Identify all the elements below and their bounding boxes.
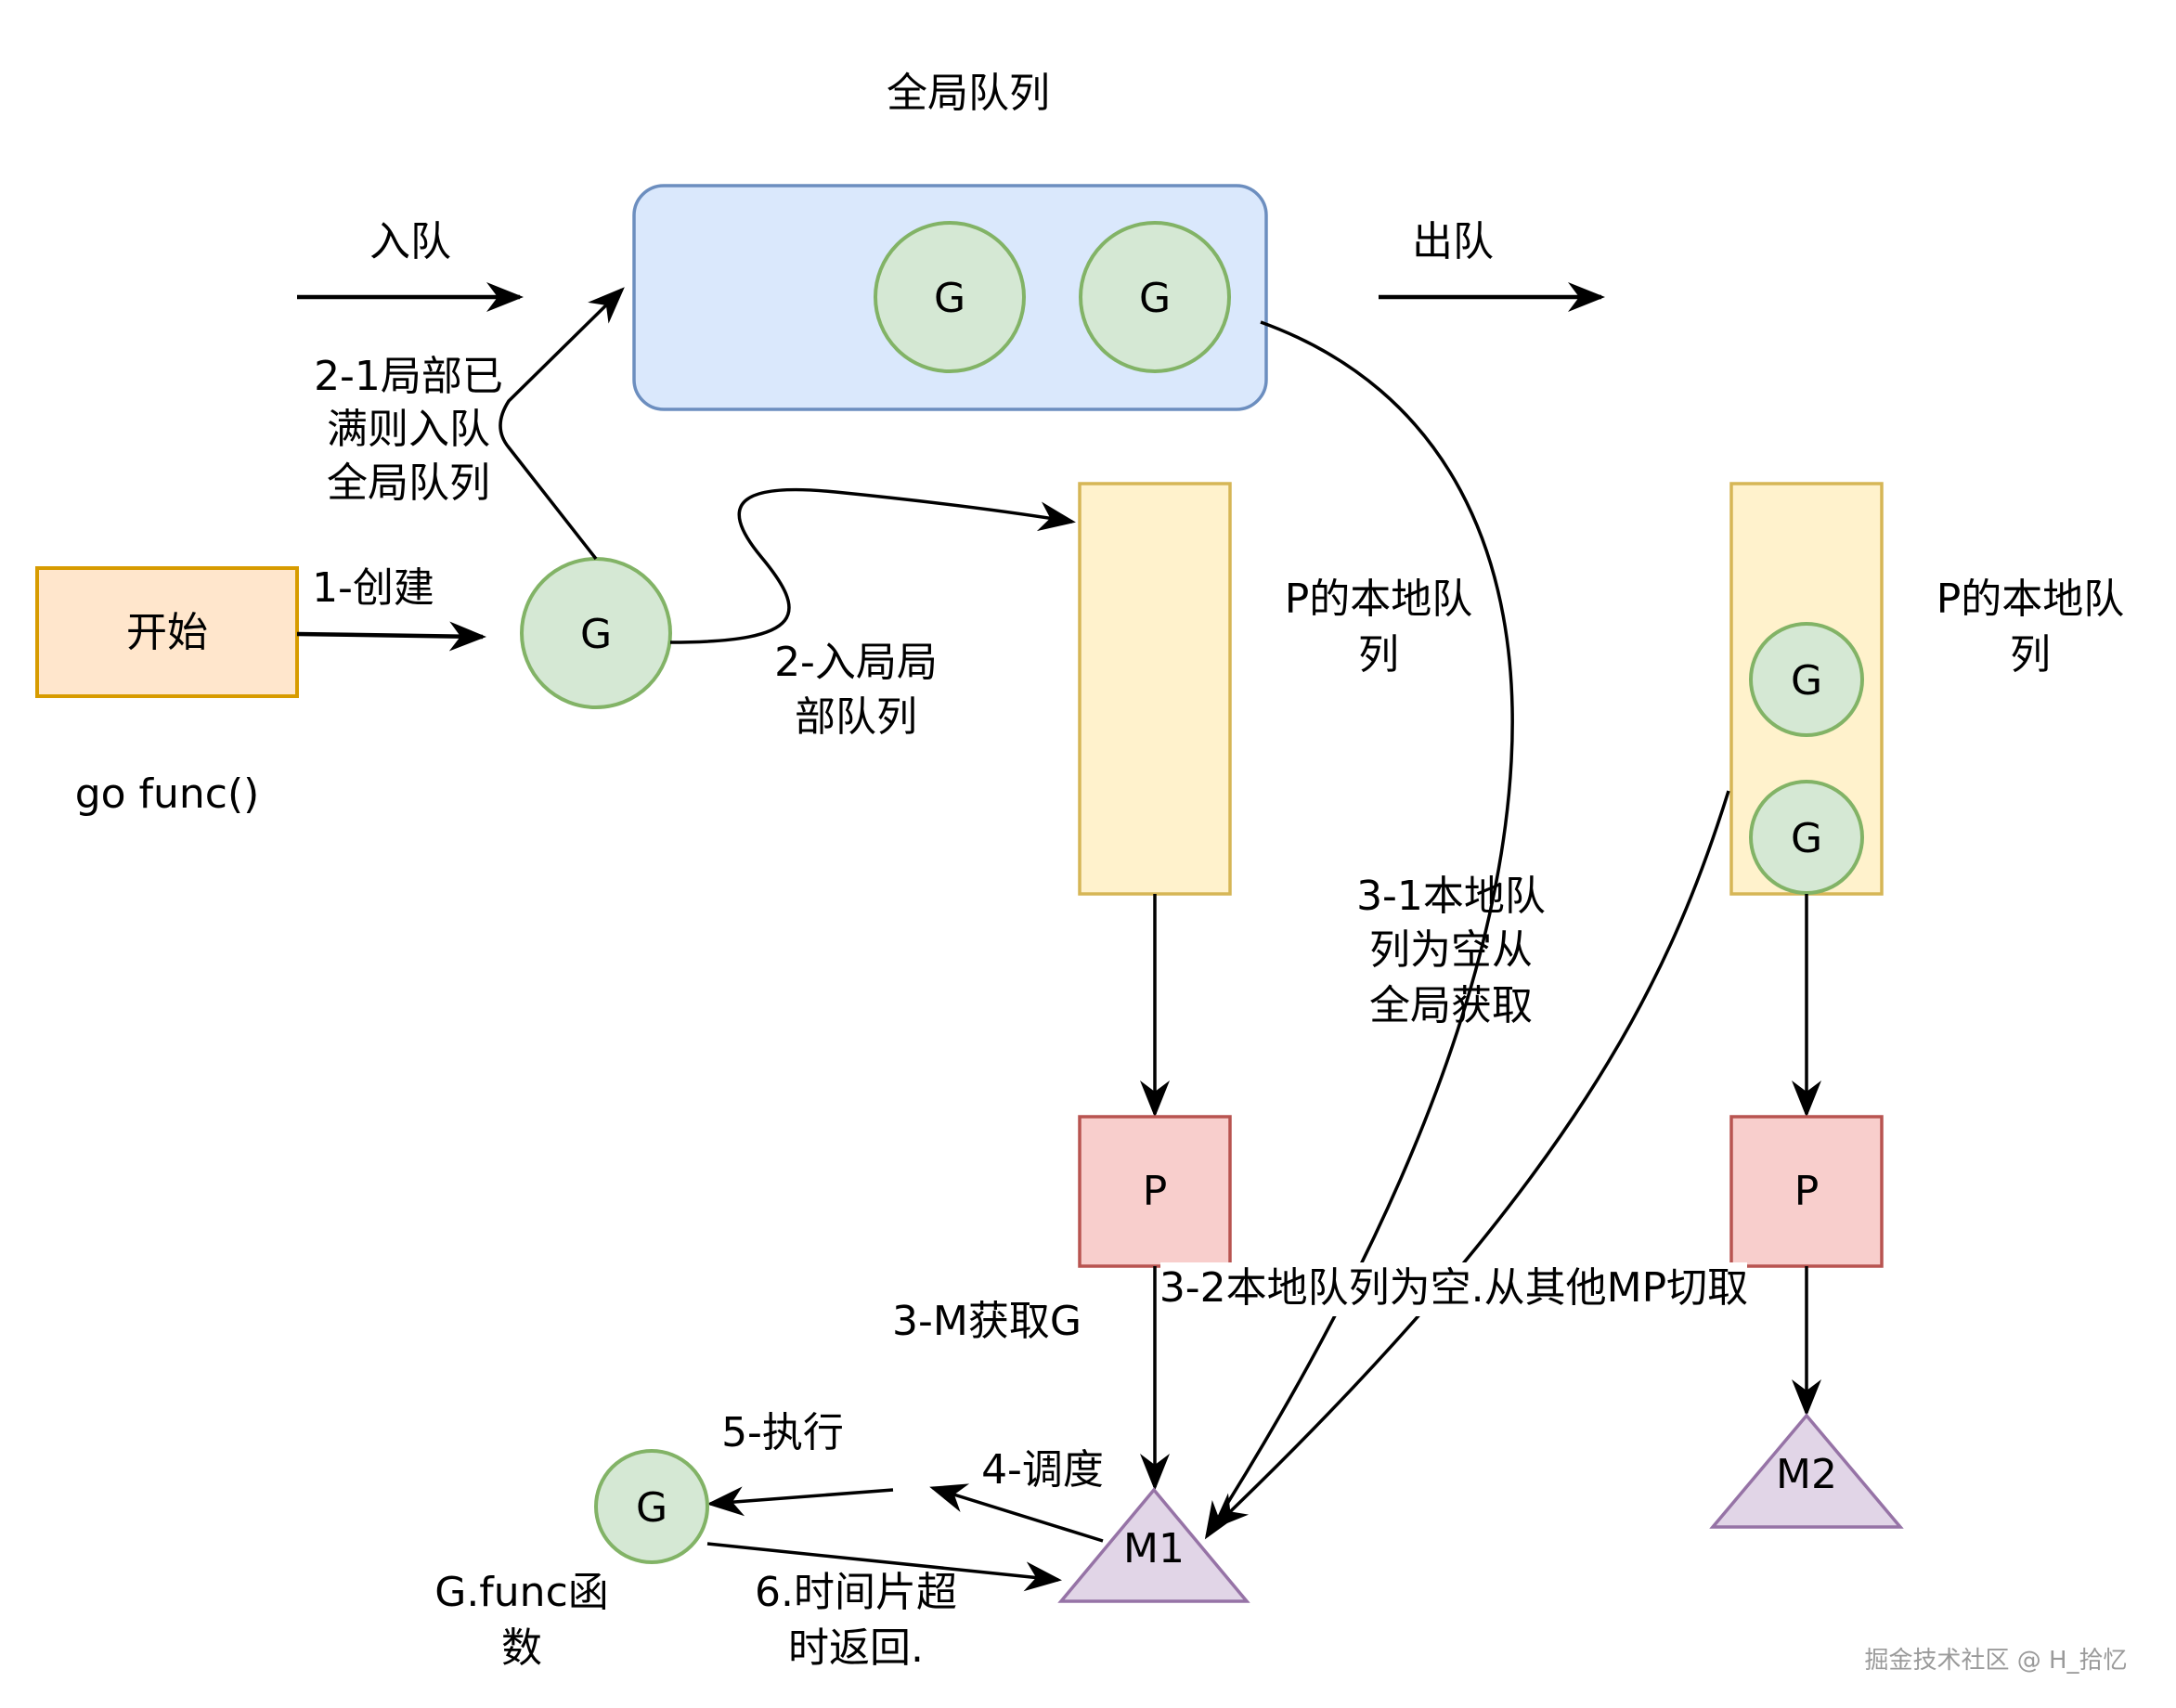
dequeue-arrow: 出队 [1379,218,1605,312]
global-queue: G G [632,184,1268,411]
exec-g-caption-line-1: G.func函 [434,1569,609,1616]
to-local-label-line-1: 2-入局局 [774,639,938,686]
m1-label: M1 [1123,1525,1185,1572]
g-label: G [1139,275,1171,322]
local-queue-2-caption-line-2: 列 [2010,631,2051,679]
watermark: 掘金技术社区 @ H_拾忆 [1864,1647,2127,1675]
from-global-edge: 3-1本地队 列为空从 全局获取 [1204,320,1546,1540]
g-label: G [1791,657,1822,705]
schedule-label: 4-调度 [981,1446,1104,1494]
steal-edge [1211,790,1730,1530]
start-node: 开始 [35,566,299,698]
global-queue-g-1: G [874,221,1026,373]
to-local-label-line-2: 部队列 [795,693,917,741]
p1-label: P [1143,1168,1168,1215]
p2-node: P [1729,1115,1884,1268]
new-g-node: G [520,557,672,709]
timeout-label-line-2: 时返回. [788,1624,924,1672]
start-label: 开始 [126,609,208,656]
m2-node: M2 [1709,1413,1904,1529]
global-queue-title: 全局队列 [887,70,1050,117]
go-func-caption: go func() [75,770,260,818]
local-full-label-line-3: 全局队列 [327,459,490,507]
exec-g-caption-line-2: 数 [501,1624,542,1672]
local-full-label-line-1: 2-1局部已 [314,353,503,400]
local-queue-1-caption-line-1: P的本地队 [1285,576,1473,623]
create-edge: 1-创建 [296,564,486,652]
local-queue-2-g-1: G [1749,622,1864,737]
g-label: G [580,611,612,658]
p2-label: P [1794,1168,1820,1215]
local-queue-2-caption-line-1: P的本地队 [1936,576,2125,623]
steal-label-group: 3-2本地队列为空.从其他MP切取 [1159,1262,1748,1316]
execute-edge: 5-执行 [706,1409,894,1517]
local-queue-1: P的本地队 列 [1078,482,1473,896]
g-label: G [934,275,965,322]
m1-node: M1 [1057,1487,1250,1603]
enqueue-label: 入队 [369,218,451,265]
g-label: G [636,1484,667,1532]
execute-label: 5-执行 [721,1409,844,1456]
enqueue-arrow: 入队 [297,218,524,312]
from-global-label-line-2: 列为空从 [1369,926,1533,974]
create-label: 1-创建 [312,564,434,612]
local-full-edge: 2-1局部已 满则入队 全局队列 [314,287,625,561]
local-queue-1-caption-line-2: 列 [1358,631,1399,679]
global-queue-g-2: G [1079,221,1231,373]
timeout-return-edge: 6.时间片超 时返回. [706,1542,1062,1672]
m-get-g-label: 3-M获取G [892,1298,1082,1345]
g-label: G [1791,815,1822,862]
local-queue-2: G G P的本地队 列 [1729,482,2125,896]
from-global-label-line-3: 全局获取 [1369,982,1533,1029]
local-full-label-line-2: 满则入队 [327,406,490,453]
m2-label: M2 [1776,1451,1837,1498]
to-local-queue-edge: 2-入局局 部队列 [669,487,1076,741]
from-global-label-line-1: 3-1本地队 [1356,873,1546,920]
start-box [35,566,299,698]
m-get-g-edge: 3-M获取G [892,1266,1170,1491]
p1-node: P [1078,1115,1232,1268]
schedule-edge: 4-调度 [929,1446,1104,1543]
exec-g-node: G [594,1449,709,1564]
timeout-label-line-1: 6.时间片超 [755,1569,957,1616]
steal-label: 3-2本地队列为空.从其他MP切取 [1159,1264,1748,1312]
local-queue-2-g-2: G [1749,780,1864,895]
dequeue-label: 出队 [1412,218,1494,265]
